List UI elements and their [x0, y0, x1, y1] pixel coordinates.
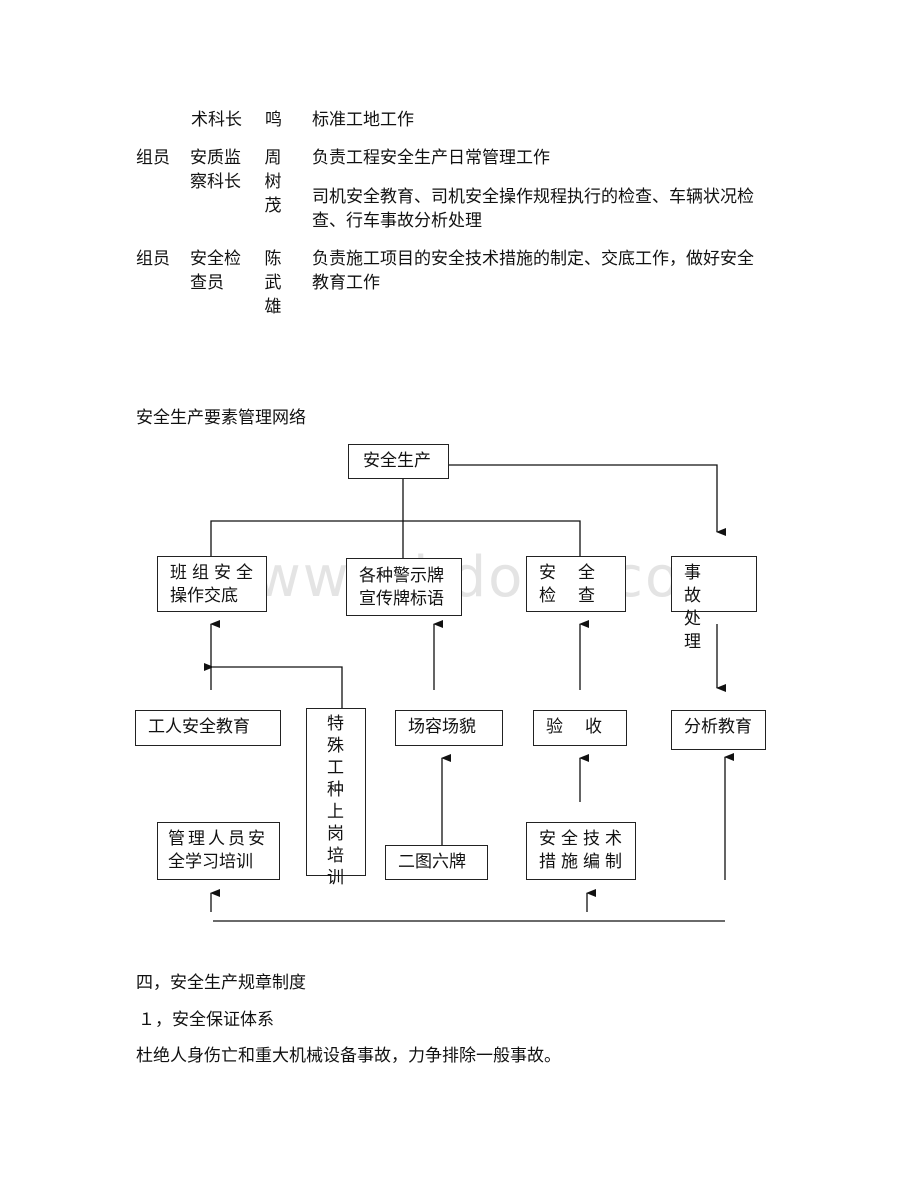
box-team-briefing-line1: 班组安全 — [170, 563, 258, 583]
box-two-charts-six-boards: 二图六牌 — [385, 845, 488, 880]
box-safety-inspection-line1: 安全 — [539, 563, 617, 583]
row2-duty-b: 教育工作 — [312, 273, 380, 293]
box-warning-signs: 各种警示牌 宣传牌标语 — [346, 558, 462, 616]
row1-name: 周树茂 — [264, 148, 282, 216]
box-accident-handling-line1: 事故 — [684, 563, 723, 606]
box-technical-measures-line1: 安全技术 — [539, 829, 627, 849]
box-acceptance: 验收 — [533, 710, 627, 746]
box-technical-measures-line2: 措施编制 — [539, 852, 627, 872]
box-acceptance-label: 验收 — [546, 717, 624, 737]
row1-title: 安质监察科长 — [190, 148, 241, 192]
box-accident-handling: 事故 处理 — [671, 556, 757, 652]
box-special-training-label: 特殊工种上岗培训 — [327, 714, 344, 888]
box-safety-inspection-line2: 检查 — [539, 586, 617, 606]
diagram-heading: 安全生产要素管理网络 — [136, 408, 306, 428]
row1-duty2b: 查、行车事故分析处理 — [312, 211, 482, 231]
box-safety-inspection: 安全 检查 — [526, 556, 626, 612]
box-two-charts-six-boards-label: 二图六牌 — [398, 852, 466, 872]
box-team-briefing: 班组安全 操作交底 — [157, 556, 267, 612]
box-special-training: 特殊工种上岗培训 — [306, 708, 366, 888]
row1-duty2a: 司机安全教育、司机安全操作规程执行的检查、车辆状况检 — [312, 187, 754, 207]
row1-duty1: 负责工程安全生产日常管理工作 — [312, 148, 550, 168]
box-warning-signs-line2: 宣传牌标语 — [359, 589, 444, 609]
row1-role: 组员 — [136, 148, 170, 168]
section-four-heading: 四，安全生产规章制度 — [136, 973, 306, 993]
box-team-briefing-line2: 操作交底 — [170, 586, 238, 606]
row2-title: 安全检查员 — [190, 249, 241, 293]
row0-name: 鸣 — [265, 110, 282, 130]
box-warning-signs-line1: 各种警示牌 — [359, 566, 444, 586]
box-management-training-line1: 管理人员安 — [168, 829, 268, 849]
row0-title: 术科长 — [191, 110, 242, 130]
watermark: www.bdocx.com — [255, 545, 738, 610]
box-management-training-line2: 全学习培训 — [168, 852, 253, 872]
row2-role: 组员 — [136, 249, 170, 269]
box-management-training: 管理人员安 全学习培训 — [157, 822, 280, 880]
row0-duty: 标准工地工作 — [312, 110, 414, 130]
box-technical-measures: 安全技术 措施编制 — [526, 822, 636, 880]
box-accident-handling-line2: 处理 — [684, 609, 723, 652]
box-site-appearance: 场容场貌 — [395, 710, 503, 746]
box-safety-production-label: 安全生产 — [363, 451, 431, 471]
row2-duty-a: 负责施工项目的安全技术措施的制定、交底工作，做好安全 — [312, 249, 754, 269]
row2-name: 陈武雄 — [264, 249, 282, 317]
box-site-appearance-label: 场容场貌 — [408, 717, 476, 737]
box-safety-production: 安全生产 — [348, 444, 449, 479]
paragraph-goal: 杜绝人身伤亡和重大机械设备事故，力争排除一般事故。 — [136, 1046, 561, 1066]
box-analysis-education-label: 分析教育 — [684, 717, 752, 737]
box-worker-education-label: 工人安全教育 — [148, 717, 250, 737]
box-worker-education: 工人安全教育 — [135, 710, 281, 746]
box-analysis-education: 分析教育 — [671, 710, 766, 750]
subsection-one-heading: １，安全保证体系 — [138, 1010, 274, 1030]
